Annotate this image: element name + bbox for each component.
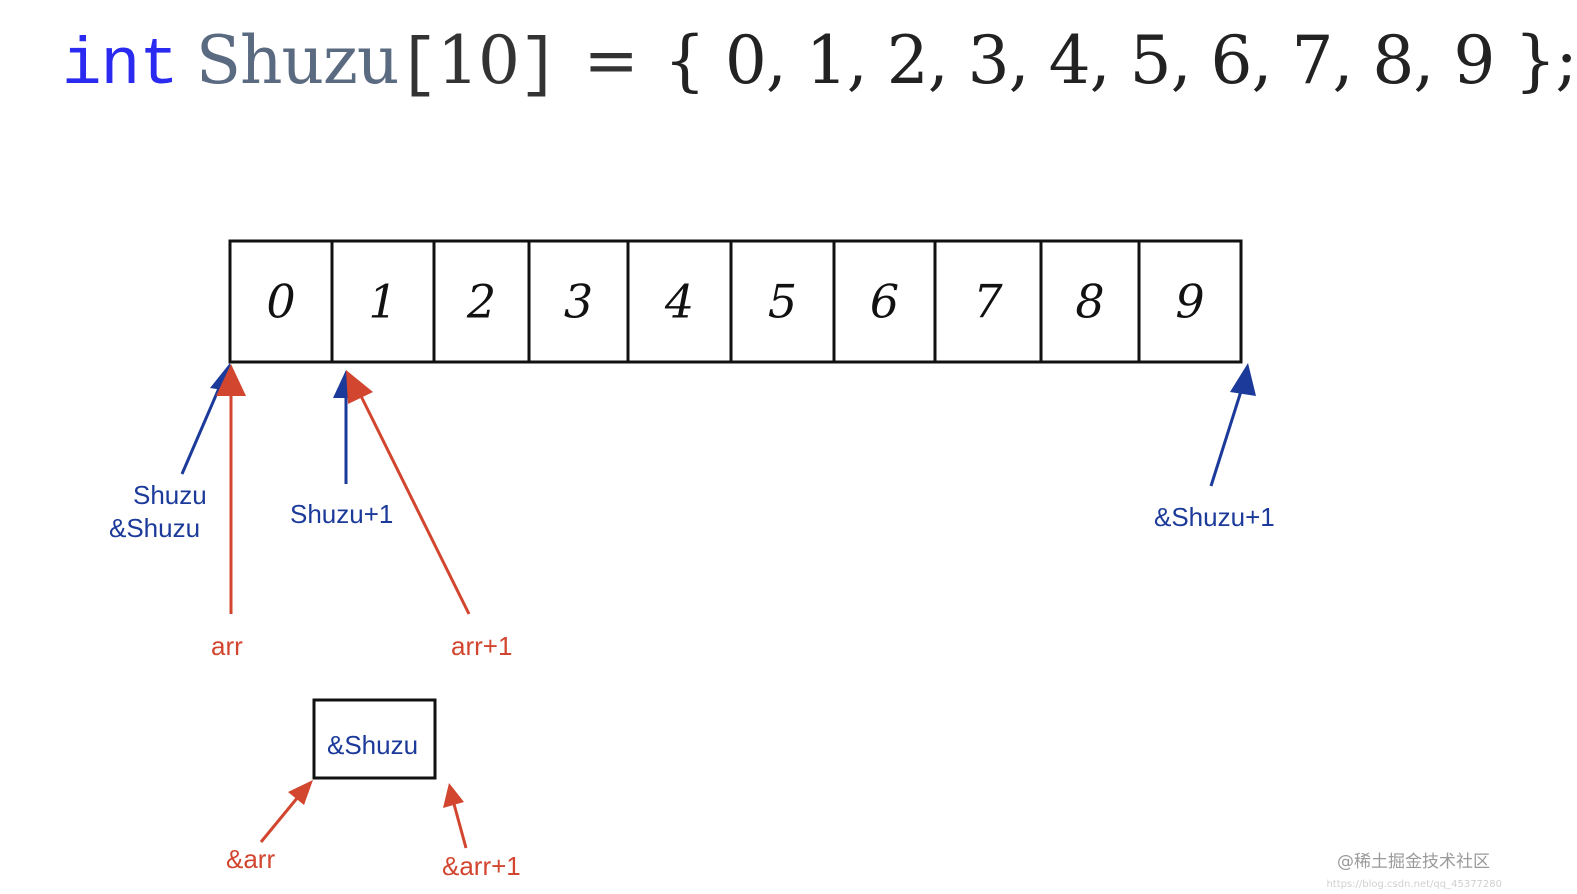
- arrow-amp-arr-head: [288, 780, 313, 805]
- array-cell: [626, 239, 733, 364]
- watermark-logo-text: @稀土掘金技术社区: [1337, 852, 1490, 872]
- array-cell: [729, 239, 836, 364]
- array-cell-value: 9: [1175, 275, 1204, 329]
- array-size: 10: [436, 22, 520, 99]
- array-cell: [933, 239, 1043, 364]
- array-cell: [432, 239, 531, 364]
- array-cell: [527, 239, 630, 364]
- array-cell-value: 7: [973, 275, 1003, 329]
- keyword-int: int: [62, 28, 179, 103]
- initializer-list: { 0, 1, 2, 3, 4, 5, 6, 7, 8, 9 };: [663, 22, 1577, 99]
- open-bracket: [: [398, 28, 438, 103]
- array-identifier: Shuzu: [195, 22, 400, 99]
- assign-operator: =: [583, 22, 639, 99]
- array-cell-value: 6: [870, 275, 899, 329]
- array-cell: [1137, 239, 1243, 364]
- amp-shuzu-box: [312, 698, 437, 780]
- label-shuzu: Shuzu: [133, 480, 207, 510]
- label-amp-arr-plus-1: &arr+1: [442, 851, 521, 881]
- label-shuzu-plus-1: Shuzu+1: [290, 499, 394, 529]
- array-cells: 0 1 2 3 4 5 6 7 8 9: [228, 239, 1243, 364]
- array-cell: [1039, 239, 1141, 364]
- arrow-amp-arr: [259, 796, 300, 843]
- label-arr: arr: [211, 631, 243, 661]
- arrow-arr-head: [216, 364, 246, 396]
- watermark-url: https://blog.csdn.net/qq_45377280: [1326, 879, 1502, 890]
- array-cell-value: 0: [266, 275, 295, 329]
- arrow-arr-plus-1: [358, 393, 471, 615]
- array-cell-value: 4: [664, 275, 694, 329]
- arrow-amp-shuzu-plus-1: [1209, 387, 1244, 487]
- arrow-arr-plus-1-head: [346, 370, 373, 404]
- array-cell-value: 3: [564, 275, 593, 329]
- array-cell-value: 8: [1075, 275, 1104, 329]
- arrow-amp-shuzu-plus-1-head: [1230, 363, 1256, 396]
- label-amp-shuzu: &Shuzu: [109, 513, 201, 543]
- box-label-amp-shuzu: &Shuzu: [327, 730, 419, 760]
- array-cell-value: 2: [466, 275, 496, 329]
- label-amp-arr: &arr: [226, 844, 276, 874]
- arrow-amp-arr-plus-1: [452, 803, 468, 849]
- close-bracket: ]: [518, 28, 559, 103]
- array-cell-value: 1: [368, 275, 397, 329]
- memory-diagram: 0 1 2 3 4 5 6 7 8 9: [180, 239, 1256, 849]
- arrow-amp-arr-plus-1-head: [443, 783, 464, 808]
- label-amp-shuzu-plus-1: &Shuzu+1: [1154, 502, 1275, 532]
- array-cell-value: 5: [768, 275, 797, 329]
- label-arr-plus-1: arr+1: [451, 631, 513, 661]
